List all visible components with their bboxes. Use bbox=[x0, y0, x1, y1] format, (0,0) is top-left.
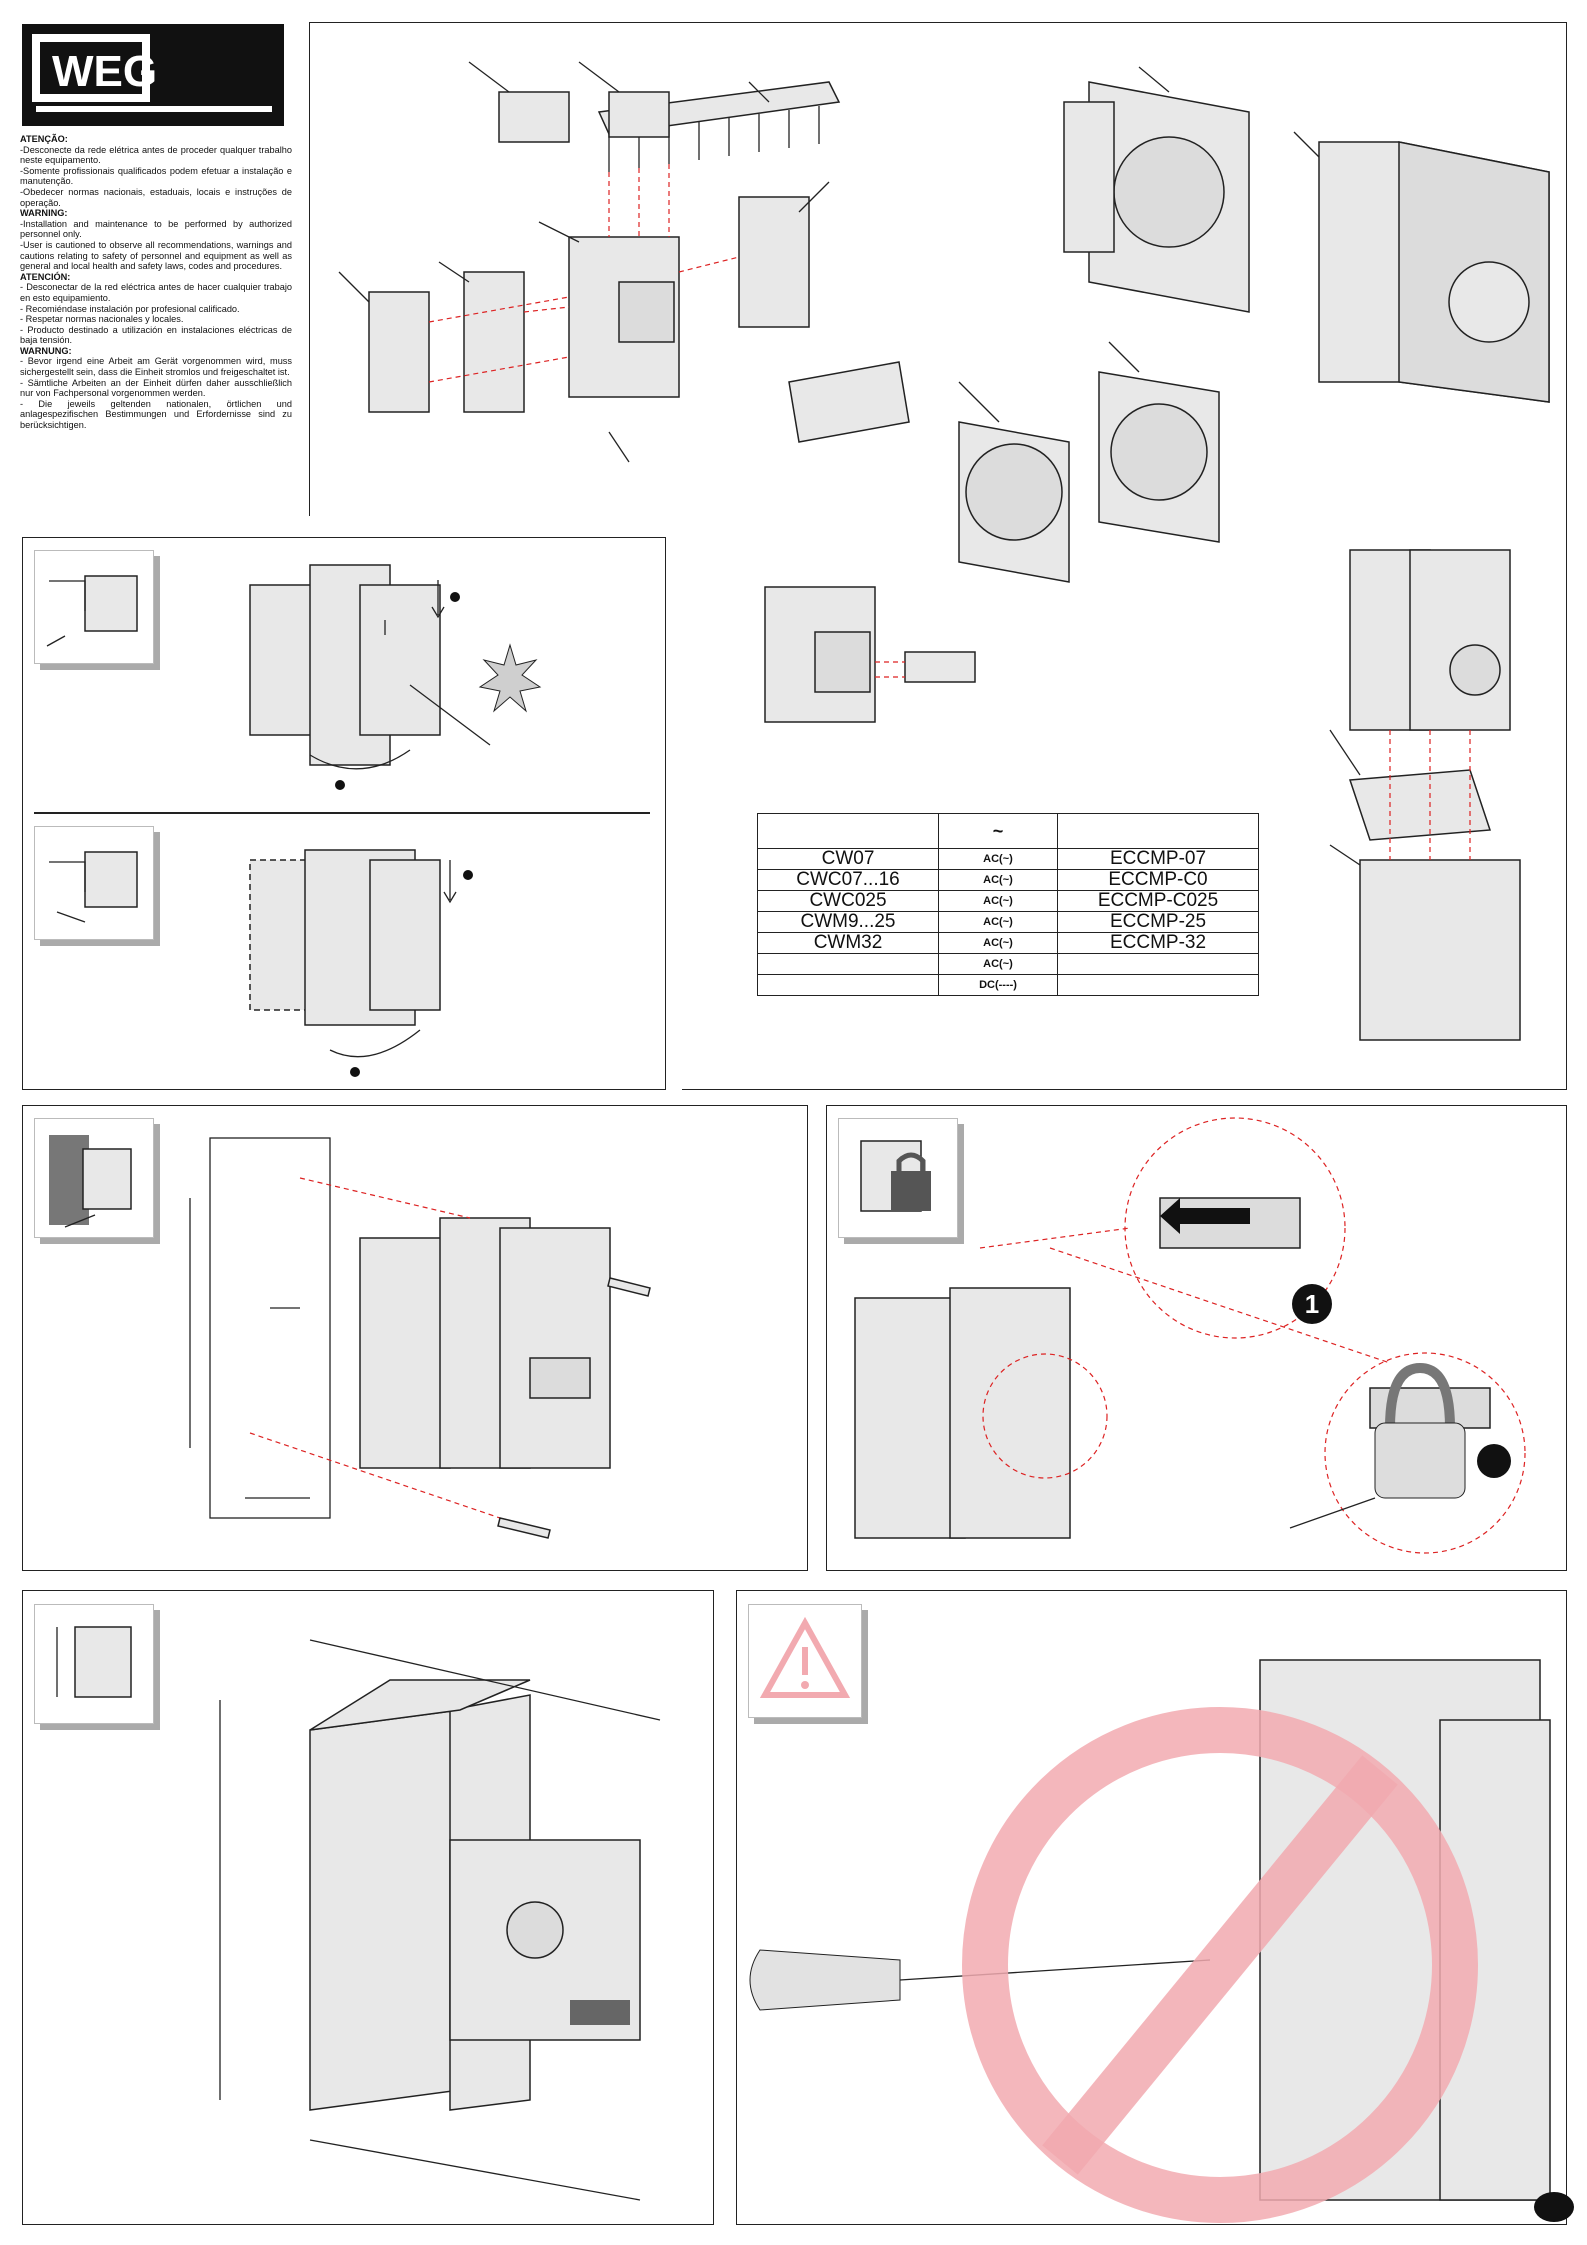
step-two-badge bbox=[1477, 1444, 1511, 1478]
breaker-contactor-assembly bbox=[1329, 549, 1521, 1041]
table-row: AC(~) bbox=[757, 953, 1259, 975]
page-number-marker bbox=[1534, 2192, 1574, 2222]
din-rail-panel bbox=[22, 537, 666, 1090]
table-row: CWC07...16 AC(~) ECCMP-C0 bbox=[757, 869, 1259, 891]
logo-text: WEG bbox=[52, 47, 157, 96]
padlock-icon bbox=[860, 1140, 931, 1212]
din-rail-mount-icon bbox=[34, 550, 154, 664]
screw-mounting-illustration bbox=[189, 1137, 651, 1539]
warning-pt: ATENÇÃO: -Desconecte da rede elétrica an… bbox=[20, 134, 292, 208]
warning-triangle-icon bbox=[759, 1616, 851, 1698]
table-row: DC(----) bbox=[757, 974, 1259, 996]
exploded-view-illustration bbox=[338, 61, 1550, 583]
padlock-panel bbox=[826, 1105, 1567, 1571]
warning-en: WARNING: -Installation and maintenance t… bbox=[20, 208, 292, 272]
warning-es: ATENCIÓN: - Desconectar de la red eléctr… bbox=[20, 271, 292, 346]
table-row: CWC025 AC(~) ECCMP-C025 bbox=[757, 890, 1259, 912]
weg-logo-mark: WEG bbox=[32, 34, 272, 112]
din-rail-removal-step1 bbox=[249, 564, 542, 790]
dimensions-icon bbox=[34, 1604, 154, 1724]
warning-icon-box bbox=[748, 1604, 862, 1718]
prohibited-action-panel bbox=[736, 1590, 1567, 2225]
padlock-illustration bbox=[854, 1117, 1526, 1554]
table-row: CWM9...25 AC(~) ECCMP-25 bbox=[757, 911, 1259, 933]
warning-de: WARNUNG: - Bevor irgend eine Arbeit am G… bbox=[20, 345, 292, 431]
screw-mounting-panel bbox=[22, 1105, 808, 1571]
panel-mount-icon bbox=[34, 1118, 154, 1238]
step-one-badge: 1 bbox=[1292, 1284, 1332, 1324]
contactor-accessory-table: ~ CW07 AC(~) ECCMP-07 CWC07...16 AC(~) E… bbox=[757, 813, 1259, 996]
table-row: CWM32 AC(~) ECCMP-32 bbox=[757, 932, 1259, 954]
table-header: ~ bbox=[757, 813, 1259, 849]
breaker-dimensions-illustration bbox=[219, 1639, 661, 2201]
breaker-with-auxiliary bbox=[764, 586, 976, 723]
safety-warnings: ATENÇÃO: -Desconecte da rede elétrica an… bbox=[20, 134, 292, 431]
no-screwdriver-illustration bbox=[749, 1659, 1551, 2223]
dimensions-panel bbox=[22, 1590, 714, 2225]
din-rail-release-icon bbox=[34, 826, 154, 940]
din-rail-removal-step2 bbox=[249, 849, 473, 1077]
weg-logo: WEG bbox=[22, 24, 284, 126]
padlock-icon-box bbox=[838, 1118, 958, 1238]
table-row: CW07 AC(~) ECCMP-07 bbox=[757, 848, 1259, 870]
